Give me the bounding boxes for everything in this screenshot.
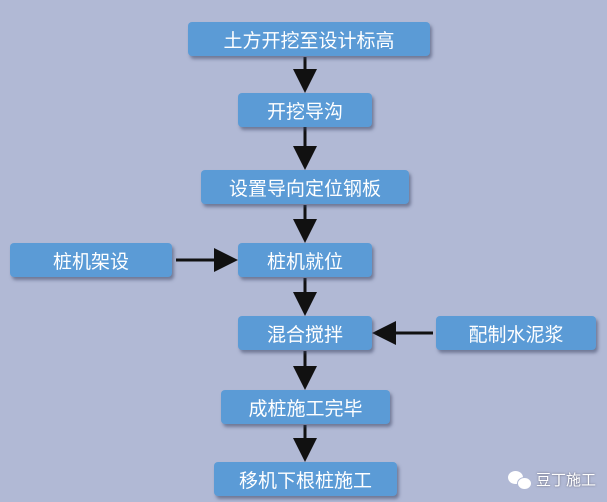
step-mix: 混合搅拌 [238,316,372,350]
step-excavate-guide-trench: 开挖导沟 [238,93,372,127]
watermark: 豆丁施工 [508,469,596,490]
step-set-guide-plate: 设置导向定位钢板 [201,170,409,204]
step-excavate-to-design-level: 土方开挖至设计标高 [188,22,430,56]
watermark-text: 豆丁施工 [536,471,597,489]
wechat-icon [508,470,532,490]
step-move-to-next-pile: 移机下根桩施工 [214,462,397,496]
input-prepare-cement-slurry: 配制水泥浆 [436,316,596,350]
input-pile-machine-setup: 桩机架设 [10,243,172,277]
step-pile-complete: 成桩施工完毕 [221,390,390,424]
step-pile-machine-in-place: 桩机就位 [238,243,372,277]
